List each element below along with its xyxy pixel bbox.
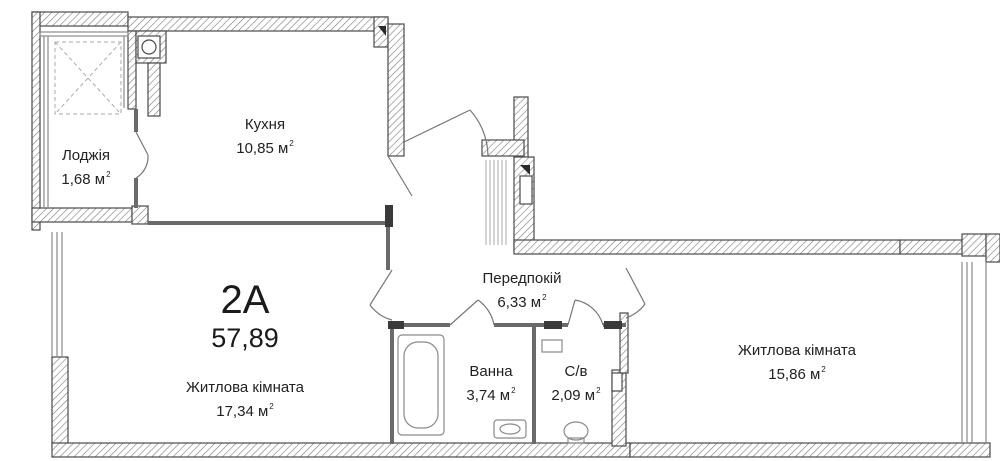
room-name: Кухня (244, 116, 286, 133)
wall-loggia-bottom (31, 207, 133, 223)
vent-shaft (137, 35, 161, 59)
room-name: Передпокій (482, 270, 562, 287)
wall-top-right-end (899, 239, 967, 255)
room-bathroom: Ванна 3,74 м2 (446, 362, 536, 405)
room-living-left: Житлова кімната 17,34 м2 (160, 378, 330, 421)
room-name: Житлова кімната (738, 342, 856, 359)
windows (39, 31, 987, 443)
wall-bottom-facade-right (629, 442, 991, 458)
room-area: 2,09 м2 (551, 386, 601, 404)
wall-loggia-left (31, 11, 41, 231)
wall-partition-right-top (619, 312, 629, 374)
wall-kitchen-column (147, 62, 161, 117)
apartment-total-area: 57,89 (211, 323, 279, 353)
wall-top-loggia (31, 11, 129, 27)
room-name: Житлова кімната (186, 379, 304, 396)
wall-loggia-bottom-cap (131, 205, 149, 225)
wall-top-right-living (513, 239, 901, 255)
room-area: 10,85 м2 (236, 139, 294, 157)
wall-kitchen-right (387, 23, 405, 157)
room-name: Ванна (469, 363, 513, 380)
room-loggia: Лоджія 1,68 м2 (44, 146, 128, 189)
walls (31, 11, 1000, 458)
room-name: Лоджія (61, 147, 111, 164)
wall-bottom-facade (51, 442, 631, 458)
room-area: 15,86 м2 (768, 365, 826, 383)
room-name: С/в (564, 363, 588, 380)
wall-loggia-kitchen (127, 30, 137, 110)
room-hallway: Передпокій 6,33 м2 (462, 269, 582, 312)
room-area: 17,34 м2 (216, 402, 274, 420)
partitions (134, 109, 626, 444)
room-area: 1,68 м2 (61, 170, 111, 188)
sink-icon (493, 419, 527, 439)
apartment-code: 2A (220, 278, 270, 322)
doors (135, 109, 646, 326)
bathtub-icon (397, 334, 445, 436)
toilet-icon (541, 339, 589, 444)
room-wc: С/в 2,09 м2 (538, 362, 614, 405)
apartment-label: 2A 57,89 (190, 278, 300, 354)
room-kitchen: Кухня 10,85 м2 (205, 115, 325, 158)
wall-central-cap (481, 139, 525, 157)
room-area: 3,74 м2 (466, 386, 516, 404)
corner-marks (378, 26, 530, 175)
boiler-icon (519, 175, 623, 392)
partition-caps (385, 205, 622, 329)
loggia-box (54, 41, 122, 115)
room-living-right: Житлова кімната 15,86 м2 (712, 341, 882, 384)
wall-right-column (985, 233, 1000, 263)
closet (485, 160, 507, 245)
wall-right-corner (961, 233, 987, 257)
room-area: 6,33 м2 (497, 293, 547, 311)
wall-top-kitchen (127, 16, 389, 32)
wall-left-facade (51, 356, 69, 448)
